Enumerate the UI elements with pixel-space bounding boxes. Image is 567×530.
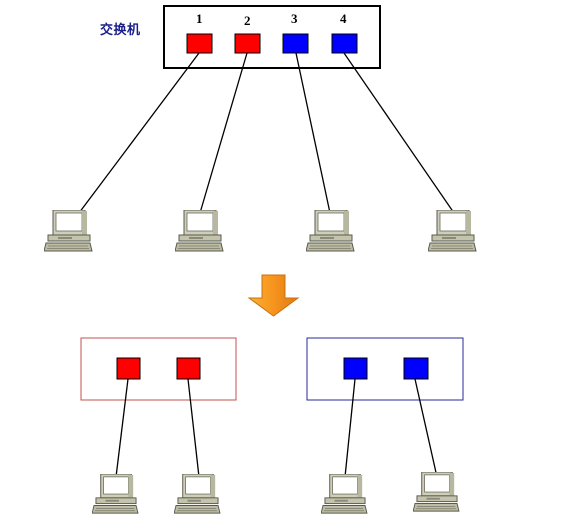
computer-icon [174,474,221,514]
computer-icon [321,474,368,514]
cable-red-1 [115,378,129,478]
port-2 [234,33,261,54]
cable-4 [343,52,455,214]
port-number-4: 4 [340,11,347,26]
computer-icon [92,474,139,514]
cable-1 [78,52,200,214]
port-number-1: 1 [196,11,203,26]
red-vlan-port-2 [176,357,201,380]
computer-icon [175,210,224,252]
blue-vlan-port-1 [343,357,368,380]
cable-2 [199,52,248,214]
computer-icon [428,210,477,252]
red-vlan-port-1 [116,357,141,380]
port-number-3: 3 [291,11,298,26]
blue-vlan-port-2 [403,357,429,380]
port-4 [331,33,358,54]
cable-blue-2 [414,378,438,478]
cable-3 [295,52,331,214]
port-1 [186,33,213,54]
port-3 [282,33,309,54]
computer-icon [413,472,460,512]
blue-vlan-box [306,337,464,401]
cable-red-2 [187,378,200,478]
arrow-down-icon [247,274,300,317]
cable-blue-1 [344,378,356,478]
port-number-2: 2 [244,13,251,28]
computer-icon [306,210,355,252]
switch-label: 交换机 [100,23,141,38]
red-vlan-box [80,337,237,401]
computer-icon [44,210,93,252]
